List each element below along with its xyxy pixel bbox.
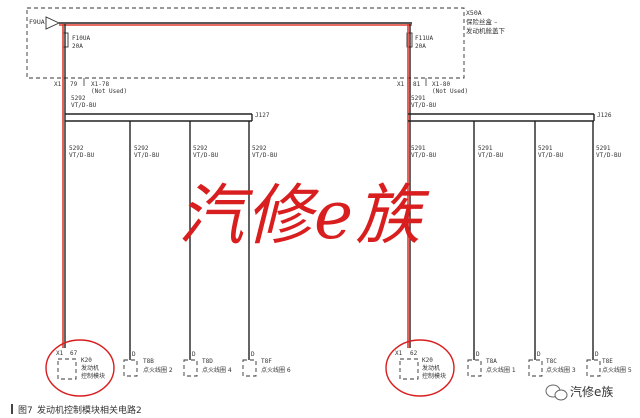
fuse-box-name-line1: 保险丝盒 – [466,17,497,26]
left-branch-wire-id-3: 5292 [193,145,208,152]
power-supply-icon [45,16,61,30]
right-ecm-box [399,358,419,380]
right-branch-wire-color-1: VT/D-BU [411,152,437,159]
left-branch-wire-color-1: VT/D-BU [69,152,95,159]
power-supply-label: F9UA [29,18,45,26]
right-ecm-highlight-circle [385,339,455,397]
left-pin-label: 79 [70,81,78,88]
fuse-left-rating: 20A [72,43,83,50]
brand-name: 汽修e族 [570,384,613,399]
left-feed-wire-id: 5292 [71,95,86,102]
left-coil-code-3: T8F [261,358,272,365]
left-ecm-name-line1: 发动机 [81,364,99,372]
caption-figure: 图7 [18,405,33,416]
left-coil-box-2 [183,359,198,377]
left-branch-wire-id-2: 5292 [134,145,149,152]
left-ecm-pin: 67 [70,350,78,357]
left-coil-box-1 [123,359,138,377]
right-coil-box-2 [528,359,543,377]
right-ecm-name-line1: 发动机 [422,364,440,372]
left-coil-code-2: T8D [202,358,213,365]
left-branch-wire-id-4: 5292 [252,145,267,152]
left-coil-code-1: T8B [143,358,154,365]
left-ecm-box [57,358,77,380]
right-branch-wire-color-3: VT/D-BU [538,152,564,159]
right-not-used: (Not Used) [432,88,468,95]
right-coil-pin-2: D [537,351,541,358]
caption-text: 发动机控制模块相关电路2 [37,404,142,416]
left-ecm-conn: X1 [56,350,64,357]
right-coil-name-2: 点火线圈 3 [546,366,576,374]
fuse-left-name: F10UA [72,35,90,42]
right-branch-wire-color-2: VT/D-BU [478,152,504,159]
right-pin-label: 81 [413,81,421,88]
left-coil-pin-1: D [132,351,136,358]
left-coil-name-3: 点火线圈 6 [261,366,291,374]
left-coil-name-1: 点火线圈 2 [143,366,173,374]
left-x1-label: X1 [54,81,62,88]
left-coil-box-3 [242,359,257,377]
wechat-icon [545,384,568,401]
left-ecm-highlight-circle [45,339,115,397]
fuse-box-code: X50A [466,9,482,17]
right-feed-wire-id: 5291 [411,95,426,102]
right-ecm-conn: X1 [395,350,403,357]
right-branch-wire-id-2: 5291 [478,145,493,152]
right-coil-name-1: 点火线圈 1 [486,366,516,374]
right-coil-pin-3: D [595,351,599,358]
right-coil-code-3: T8E [602,358,613,365]
right-ecm-name-line2: 控制模块 [422,372,446,380]
right-coil-code-2: T8C [546,358,557,365]
right-branch-wire-id-1: 5291 [411,145,426,152]
left-not-used: (Not Used) [91,88,127,95]
left-branch-wire-id-1: 5292 [69,145,84,152]
right-ecm-code: K20 [422,357,433,364]
right-coil-code-1: T8A [486,358,497,365]
fuse-right-rating: 20A [415,43,426,50]
left-feed-wire-color: VT/D-BU [71,102,97,109]
left-branch-wire-color-2: VT/D-BU [134,152,160,159]
right-coil-pin-1: D [476,351,480,358]
fuse-box-name-line2: 发动机舱盖下 [466,26,506,35]
left-coil-pin-2: D [192,351,196,358]
right-splice-label: J126 [597,112,612,119]
left-branch-wire-color-3: VT/D-BU [193,152,219,159]
left-ecm-code: K20 [81,357,92,364]
left-splice-label: J127 [255,112,270,119]
left-coil-pin-3: D [251,351,255,358]
right-coil-box-3 [586,359,601,377]
fuse-right-name: F11UA [415,35,433,42]
fuse-box-outline [26,7,465,79]
right-branch-wire-id-4: 5291 [596,145,611,152]
right-branch-wire-color-4: VT/D-BU [596,152,622,159]
left-coil-name-2: 点火线圈 4 [202,366,232,374]
handwritten-watermark: 汽修e族 [178,177,430,254]
left-ecm-name-line2: 控制模块 [81,372,105,380]
right-coil-box-1 [467,359,482,377]
right-coil-name-3: 点火线圈 5 [602,366,632,374]
left-x178-label: X1-78 [91,81,109,88]
right-x1-label: X1 [397,81,405,88]
right-ecm-pin: 62 [410,350,418,357]
right-branch-wire-id-3: 5291 [538,145,553,152]
right-feed-wire-color: VT/D-BU [411,102,437,109]
left-branch-wire-color-4: VT/D-BU [252,152,278,159]
right-x180-label: X1-80 [432,81,450,88]
caption-marker [11,404,13,414]
